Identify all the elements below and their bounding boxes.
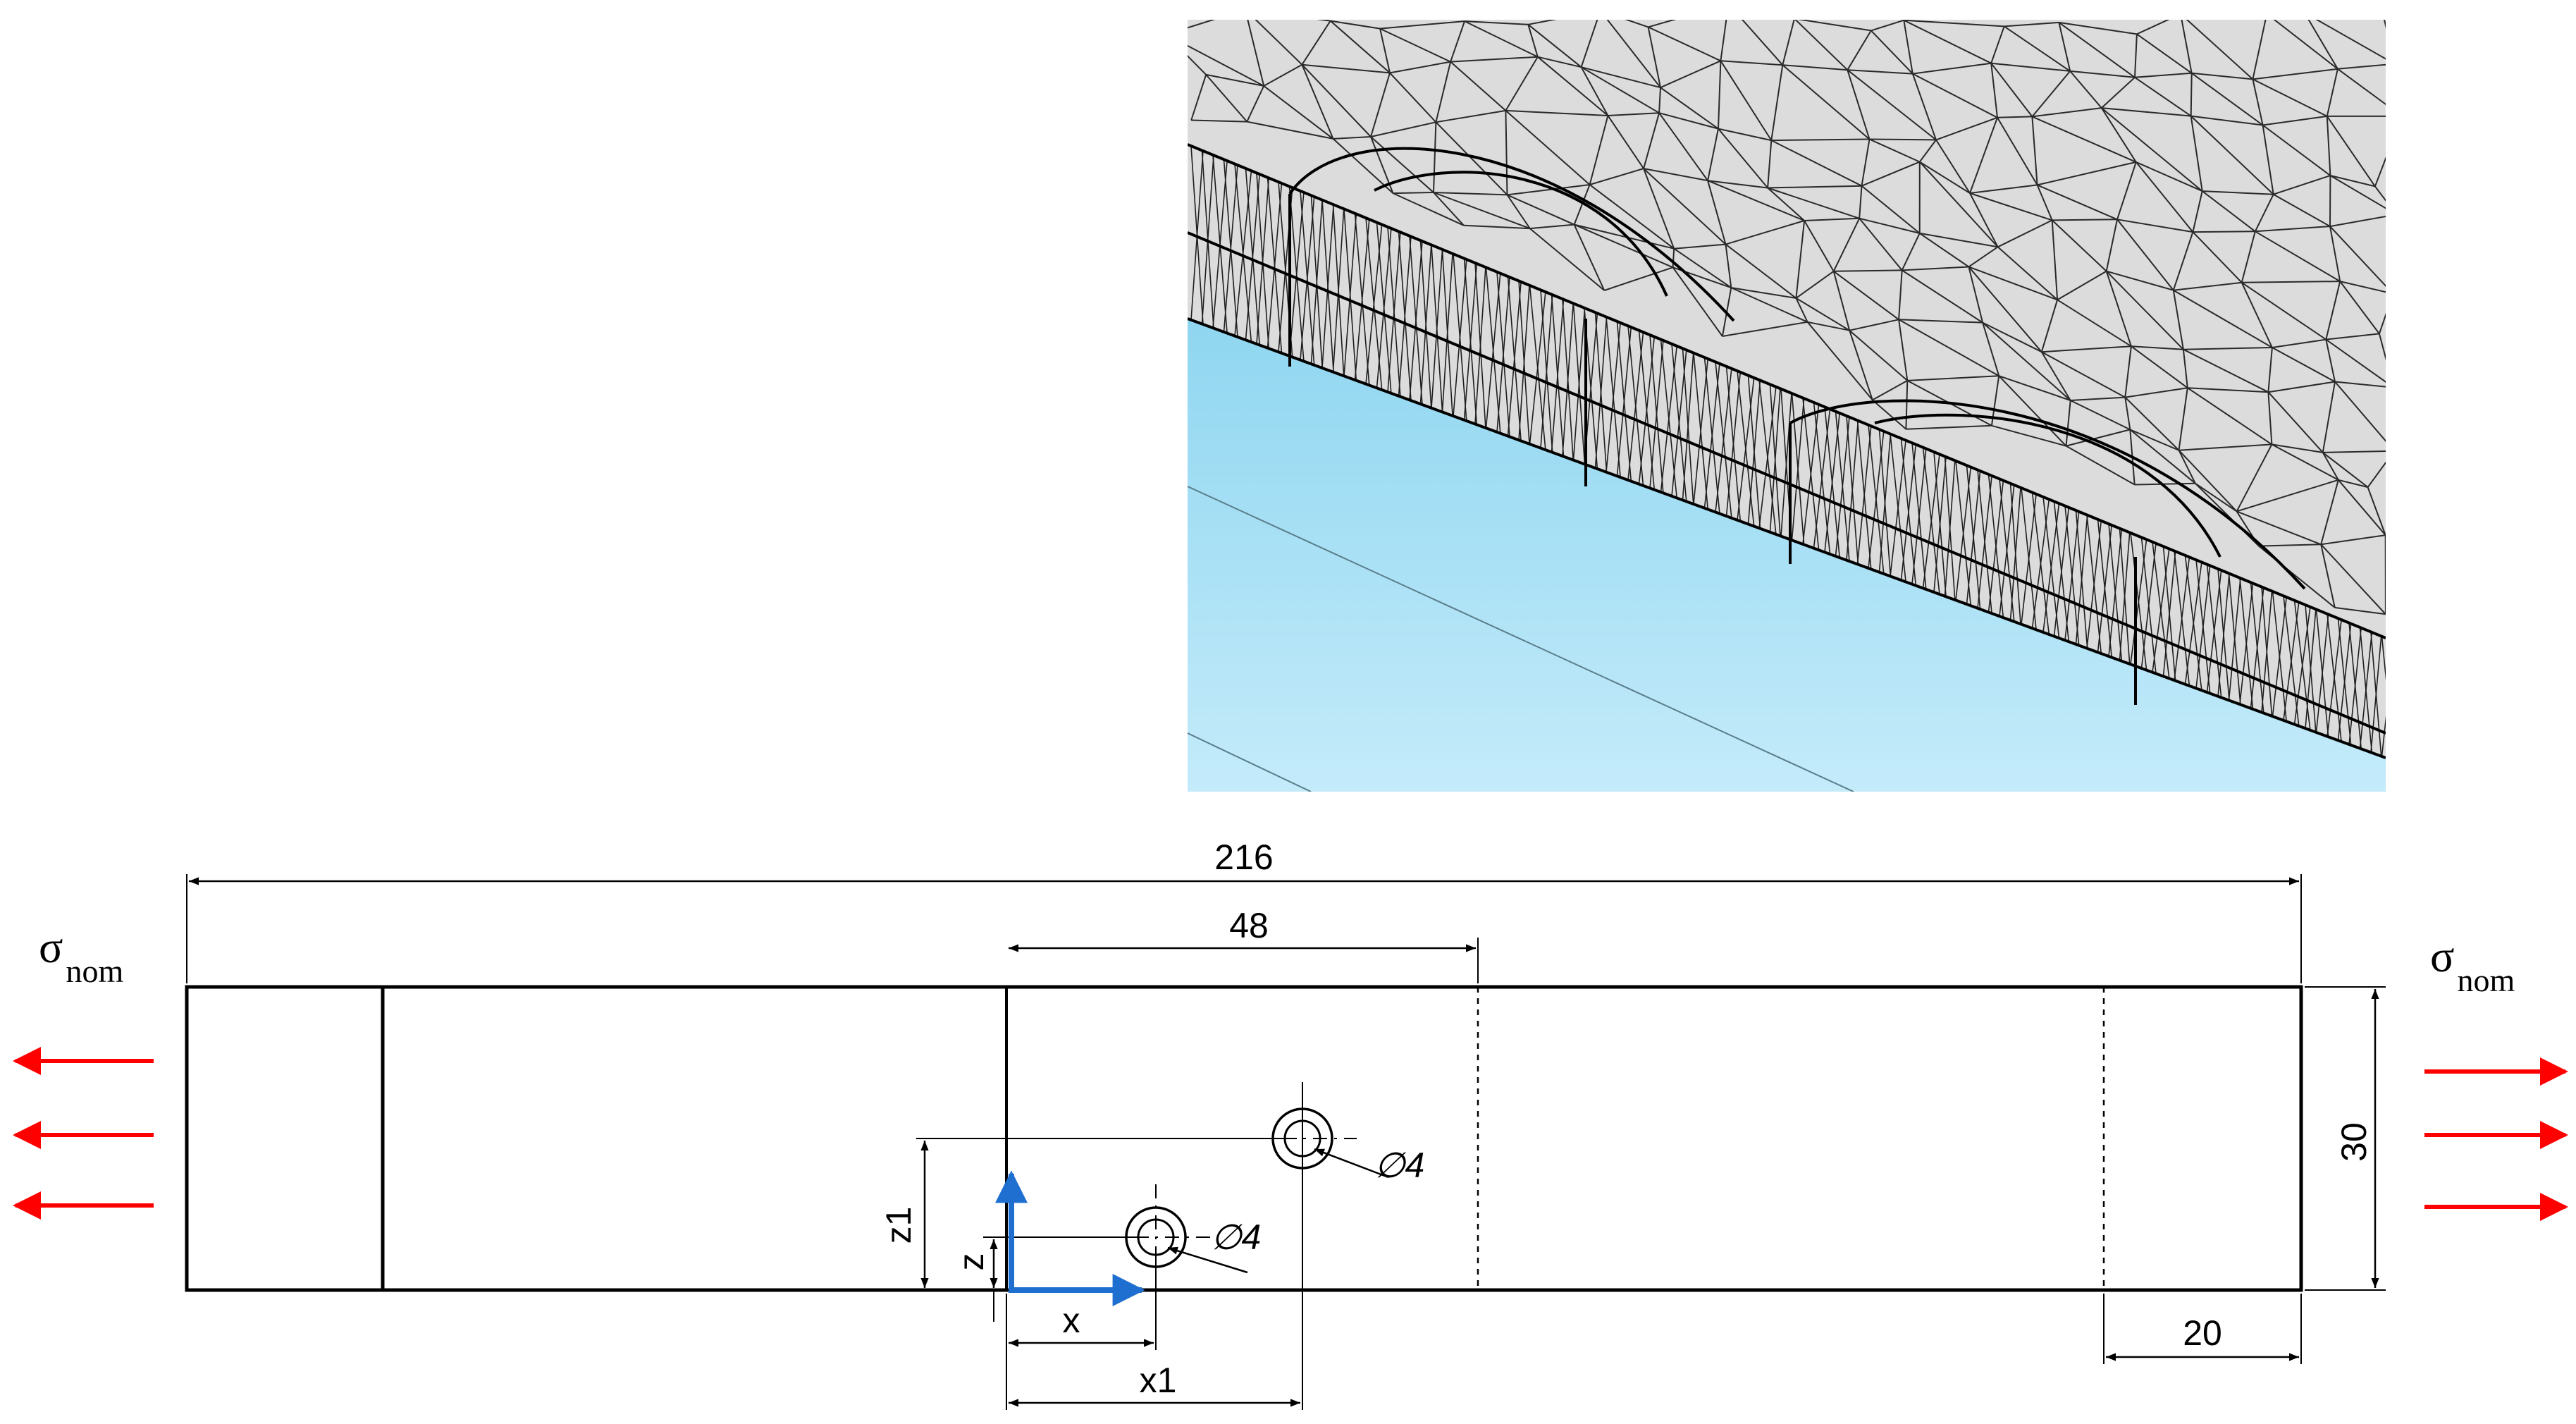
technical-drawing	[187, 874, 2386, 1410]
label-end-width: 20	[2183, 1313, 2222, 1353]
load-arrows-right	[2424, 1072, 2565, 1207]
label-center-span: 48	[1229, 906, 1269, 945]
coordinate-axes	[1009, 1174, 1142, 1290]
label-z: z	[951, 1253, 991, 1271]
load-right-symbol: σ	[2430, 931, 2455, 981]
label-hole-2-diameter: ∅4	[1211, 1217, 1261, 1257]
label-hole-1-diameter: ∅4	[1374, 1146, 1424, 1185]
load-label-right: σnom	[2430, 931, 2515, 998]
load-label-left: σnom	[39, 922, 124, 989]
label-overall-length: 216	[1214, 837, 1273, 877]
load-left-symbol: σ	[39, 922, 63, 972]
mesh-render	[1166, 4, 2402, 792]
load-right-subscript: nom	[2458, 962, 2515, 998]
load-arrows-left	[16, 1061, 154, 1205]
label-z1: z1	[879, 1207, 918, 1244]
label-height: 30	[2334, 1122, 2374, 1162]
label-x: x	[1063, 1301, 1080, 1340]
hole-1	[1251, 1082, 1388, 1195]
load-left-subscript: nom	[66, 953, 124, 989]
label-x1: x1	[1140, 1361, 1177, 1400]
